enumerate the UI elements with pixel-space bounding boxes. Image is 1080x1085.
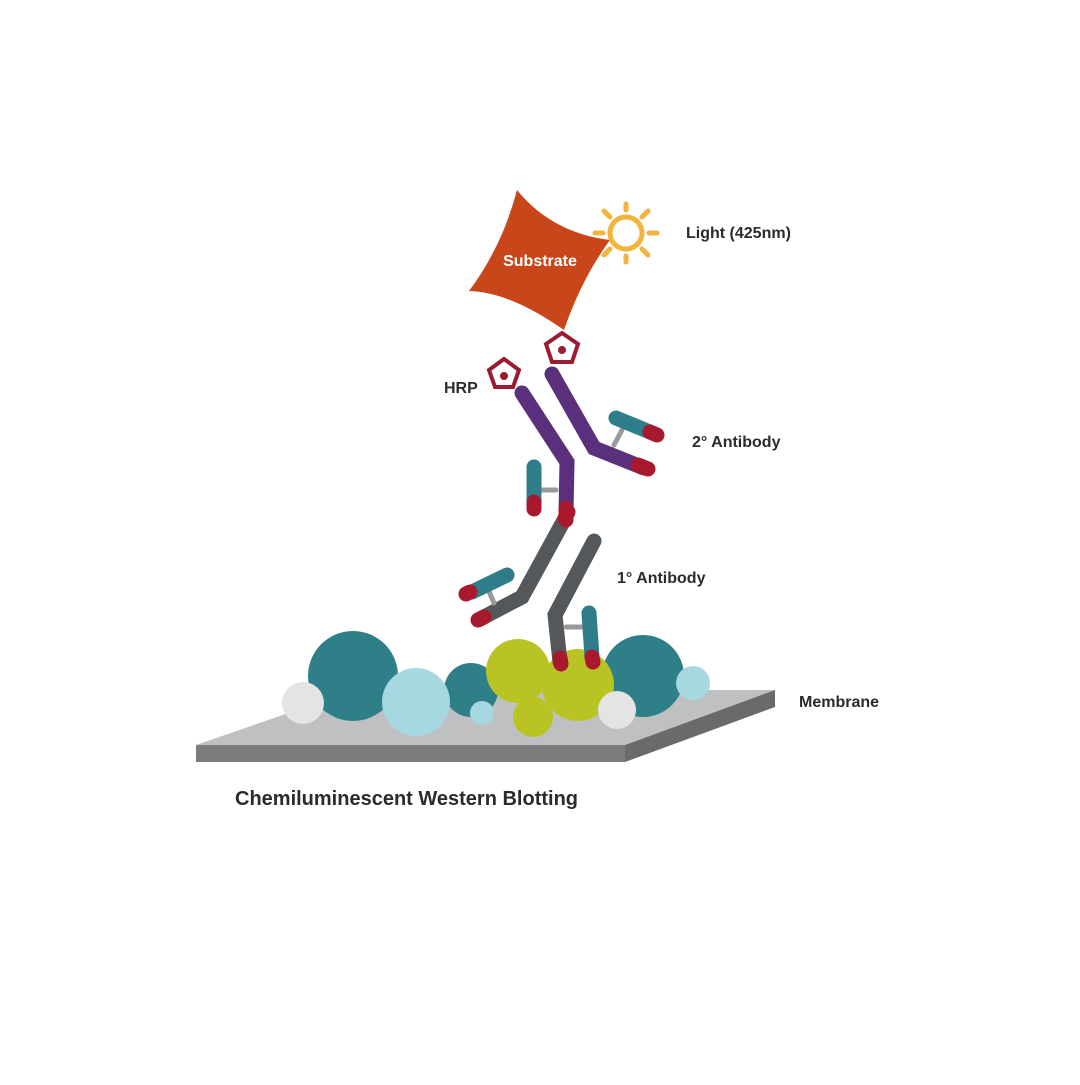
protein-white-right (598, 691, 636, 729)
light-label: Light (425nm) (686, 225, 791, 242)
protein-teal-large (308, 631, 398, 721)
protein-lightblue-tiny (470, 701, 494, 725)
secondary-tip-right (630, 457, 656, 477)
hrp-enzyme-left (486, 356, 522, 389)
primary-fab-left (464, 567, 515, 600)
secondary-fab-right-tip (642, 424, 665, 443)
secondary-link-right (611, 427, 625, 448)
sun-core (607, 214, 645, 252)
hrp-core-left (500, 372, 508, 380)
primary-heavy-chain-left (472, 514, 571, 627)
sun-ray (601, 246, 613, 258)
secondary-heavy-chain-left (514, 385, 575, 521)
substrate-shape (469, 190, 610, 330)
primary-antibody-label: 1° Antibody (617, 570, 706, 587)
sun-ray (601, 208, 613, 220)
protein-lime-bottom (513, 697, 553, 737)
primary-fab-left-tip (458, 584, 478, 602)
secondary-antibody (514, 366, 665, 528)
primary-antibody (458, 504, 602, 672)
protein-lightblue-small (676, 666, 710, 700)
membrane-side (625, 690, 775, 762)
hrp-core-right (558, 346, 566, 354)
primary-heavy-chain-right (547, 533, 602, 670)
sun-icon (592, 201, 660, 265)
substrate-label: Substrate (503, 253, 577, 270)
primary-tip-left (470, 609, 492, 628)
secondary-heavy-chain-right (544, 366, 652, 476)
protein-lime-top (486, 639, 550, 703)
protein-lightblue-large (382, 668, 450, 736)
membrane-front (196, 745, 625, 762)
sun-ray (639, 208, 651, 220)
hrp-label: HRP (444, 380, 478, 397)
protein-white-left (282, 682, 324, 724)
membrane-label: Membrane (799, 694, 880, 711)
diagram-title: Chemiluminescent Western Blotting (235, 788, 579, 810)
secondary-antibody-label: 2° Antibody (692, 434, 781, 451)
primary-fab-right-tip (584, 649, 601, 670)
primary-tip-bottom (552, 650, 569, 672)
sun-ray (639, 246, 651, 258)
hrp-enzyme-right (543, 330, 581, 364)
